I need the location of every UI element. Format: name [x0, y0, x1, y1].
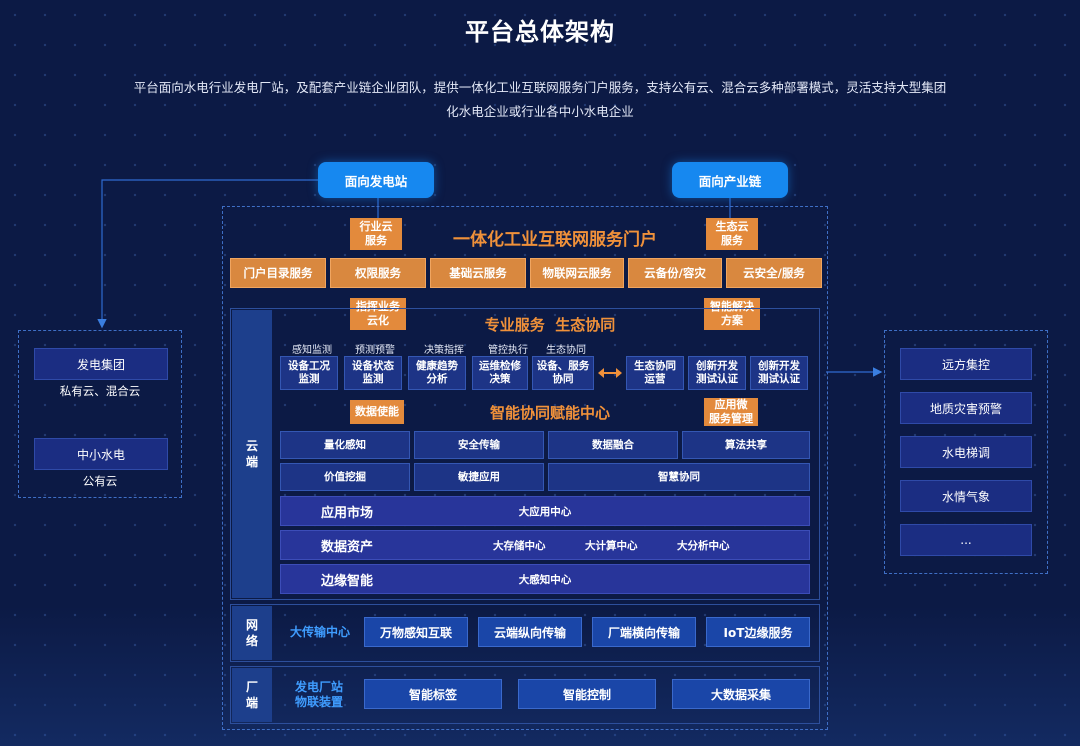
connector-left — [97, 179, 318, 329]
row-app-market-item: 大应用中心 — [518, 505, 572, 518]
professional-box: 创新开发 测试认证 — [688, 356, 746, 390]
network-layer — [230, 604, 820, 662]
professional-box: 健康趋势 分析 — [408, 356, 466, 390]
row-data-asset-item: 大分析中心 — [677, 539, 730, 552]
row-app-market: 应用市场 大应用中心 — [280, 496, 810, 526]
smart-center-item: 智慧协同 — [548, 463, 810, 491]
right-item: 水情气象 — [900, 480, 1032, 512]
smart-center-item: 敏捷应用 — [414, 463, 544, 491]
row-data-asset-item: 大存储中心 — [493, 539, 546, 552]
caption-power-group: 私有云、混合云 — [59, 384, 141, 398]
portal-service-item: 权限服务 — [330, 258, 426, 288]
smart-center-item: 价值挖掘 — [280, 463, 410, 491]
cloud-layer — [230, 308, 820, 600]
factory-item: 智能标签 — [364, 679, 502, 709]
portal-service-item: 门户目录服务 — [230, 258, 326, 288]
right-panel — [884, 330, 1048, 574]
label-factory: 厂 端 — [232, 668, 272, 722]
category-label: 生态协同 — [546, 345, 586, 356]
network-item: 万物感知互联 — [364, 617, 468, 647]
professional-title: 专业服务 生态协同 — [484, 316, 616, 334]
row-data-asset-label: 数据资产 — [321, 539, 374, 555]
portal-service-item: 物联网云服务 — [530, 258, 624, 288]
tag-smart-solution: 智能解决 方案 — [704, 298, 760, 330]
page-title: 平台总体架构 — [465, 18, 615, 46]
tag-eco-cloud: 生态云 服务 — [706, 218, 758, 250]
box-small-hydro: 中小水电 — [34, 438, 168, 470]
network-item: IoT边缘服务 — [706, 617, 810, 647]
smart-center-item: 安全传输 — [414, 431, 544, 459]
row-app-market-label: 应用市场 — [321, 505, 374, 521]
category-label: 感知监测 — [292, 345, 332, 356]
portal-service-item: 基础云服务 — [430, 258, 526, 288]
smart-center-title: 智能协同赋能中心 — [489, 404, 610, 422]
category-label: 预测预警 — [355, 345, 395, 356]
right-item: 水电梯调 — [900, 436, 1032, 468]
category-label: 决策指挥 — [424, 345, 464, 356]
label-network: 网 络 — [232, 606, 272, 660]
factory-layer — [230, 666, 820, 724]
row-data-asset: 数据资产 大存储中心 大计算中心 大分析中心 — [280, 530, 810, 560]
smart-center-item: 数据融合 — [548, 431, 678, 459]
page-subtitle: 平台面向水电行业发电厂站，及配套产业链企业团队，提供一体化工业互联网服务门户服务… — [133, 80, 947, 119]
category-label: 管控执行 — [488, 345, 528, 356]
row-edge-label: 边缘智能 — [321, 573, 374, 589]
box-power-group: 发电集团 — [34, 348, 168, 380]
professional-box: 创新开发 测试认证 — [750, 356, 808, 390]
network-item: 厂端横向传输 — [592, 617, 696, 647]
network-item: 云端纵向传输 — [478, 617, 582, 647]
right-item: ... — [900, 524, 1032, 556]
factory-item: 大数据采集 — [672, 679, 810, 709]
tag-industry-cloud: 行业云 服务 — [350, 218, 402, 250]
smart-center-item: 量化感知 — [280, 431, 410, 459]
left-panel — [18, 330, 182, 498]
tag-micro-service: 应用微 服务管理 — [704, 398, 758, 426]
pill-industry-chain[interactable]: 面向产业链 — [672, 162, 788, 198]
professional-box: 设备状态 监测 — [344, 356, 402, 390]
professional-box: 设备、服务 协同 — [532, 356, 594, 390]
professional-box: 生态协同 运营 — [626, 356, 684, 390]
row-edge-item: 大感知中心 — [518, 573, 572, 586]
row-edge: 边缘智能 大感知中心 — [280, 564, 810, 594]
caption-small-hydro: 公有云 — [82, 474, 118, 488]
portal-title: 一体化工业互联网服务门户 — [453, 230, 657, 250]
label-cloud: 云 端 — [232, 310, 272, 598]
portal-service-item: 云备份/容灾 — [628, 258, 722, 288]
network-center: 大传输中心 — [289, 625, 350, 639]
tag-data-enable: 数据使能 — [350, 400, 404, 424]
tag-indicator-cloud: 指挥业务 云化 — [350, 298, 406, 330]
professional-box: 设备工况 监测 — [280, 356, 338, 390]
portal-service-item: 云安全/服务 — [726, 258, 822, 288]
smart-center-item: 算法共享 — [682, 431, 810, 459]
factory-center: 发电厂站 物联装置 — [294, 680, 343, 709]
row-data-asset-item: 大计算中心 — [585, 539, 638, 552]
right-item: 地质灾害预警 — [900, 392, 1032, 424]
right-item: 远方集控 — [900, 348, 1032, 380]
main-frame — [222, 206, 828, 730]
professional-box: 运维检修 决策 — [472, 356, 528, 390]
pill-power-station[interactable]: 面向发电站 — [318, 162, 434, 198]
factory-item: 智能控制 — [518, 679, 656, 709]
